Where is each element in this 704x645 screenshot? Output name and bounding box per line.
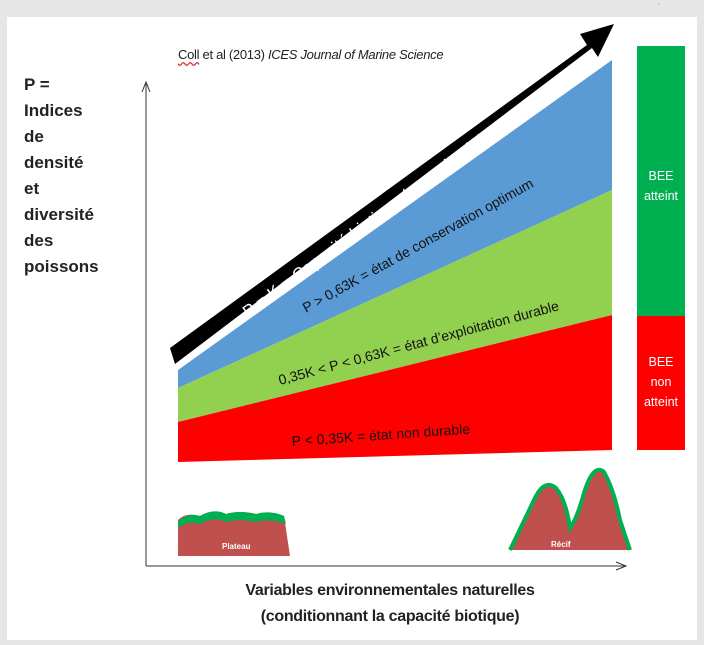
x-axis-arrowhead <box>615 561 628 571</box>
band-non-durable-red <box>178 315 612 462</box>
bee-reached-bar <box>637 46 685 316</box>
recif-label: Récif <box>551 540 571 549</box>
bee-reached-label: BEE atteint <box>643 169 679 203</box>
bee-not-reached-bar <box>637 316 685 450</box>
citation-author: Coll <box>178 47 200 62</box>
citation-rest: et al (2013) <box>199 47 268 62</box>
recif-outline <box>508 468 632 551</box>
plateau-habitat <box>178 511 290 556</box>
x-axis-label: Variables environnementales naturelles (… <box>245 582 535 625</box>
corner-mark: ´ <box>658 3 661 12</box>
plateau-seagrass <box>178 511 286 528</box>
capacity-arrow <box>170 24 614 364</box>
citation-journal: ICES Journal of Marine Science <box>268 47 444 62</box>
citation: Coll et al (2013) ICES Journal of Marine… <box>178 47 444 62</box>
band-optimum-blue <box>178 60 612 388</box>
bee-not-reached-label: BEE non atteint <box>643 355 679 409</box>
plateau-label: Plateau <box>222 542 251 551</box>
band-durable-green <box>178 190 612 422</box>
y-axis-arrowhead <box>141 80 151 93</box>
y-axis-label: P = Indices de densité et diversité des … <box>24 75 99 276</box>
